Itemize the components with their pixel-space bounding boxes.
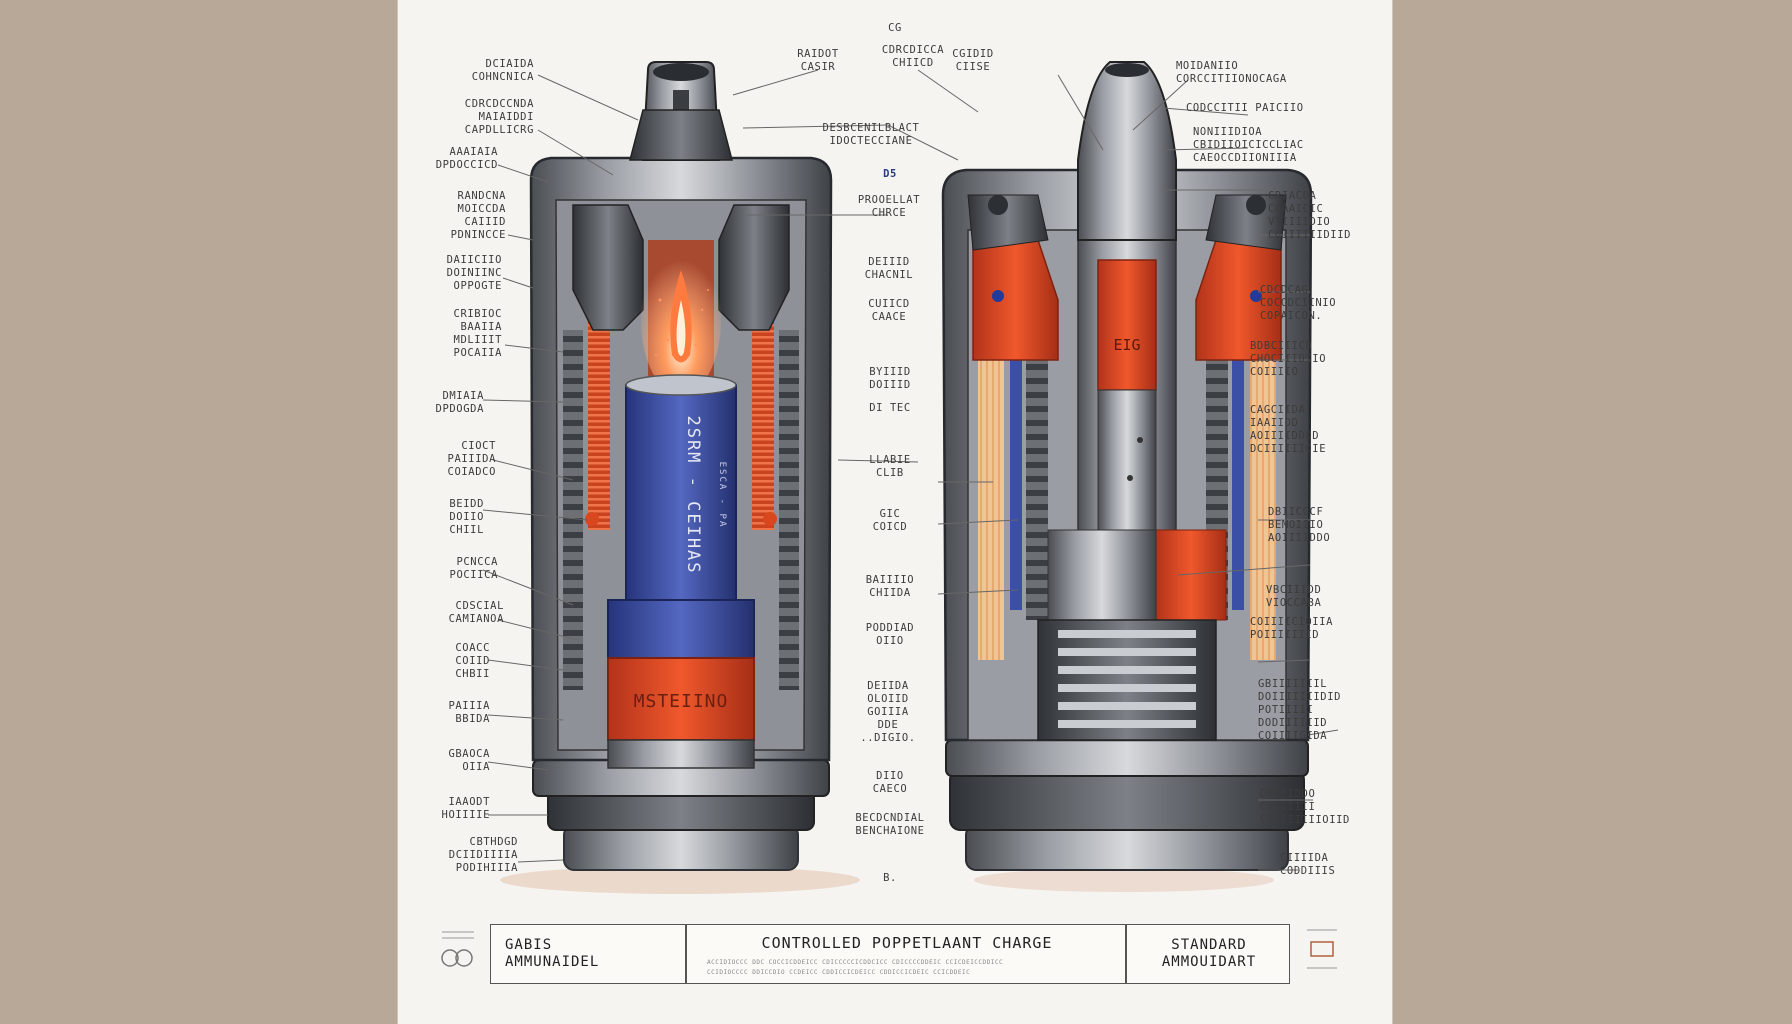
left-label: DMIAIA DPDOGDA <box>435 390 484 415</box>
left-label: CDRCDCCNDA MAIAIDDI CAPDLLICRG <box>464 98 534 136</box>
right-label: DBIIIDDO COIIIIII COIIIIIIIOIID <box>1260 788 1350 826</box>
caption-center-box: CONTROLLED POPPETLAANT CHARGE ACCIDIOCCC… <box>686 924 1126 984</box>
right-label: VBCIIIDD VIOCCABA <box>1266 584 1322 609</box>
right-core-text: EIG <box>1113 336 1140 354</box>
left-sleeve-text: 2SRM - CEIHAS <box>683 415 703 574</box>
center-label: GIC COICD <box>872 508 908 533</box>
right-label: CRIACOA CGAAICIC VTIIIIDIO COIIIIIIDIID <box>1268 190 1352 241</box>
left-corner-emblem <box>441 931 474 967</box>
top-mark-cg: CG <box>888 22 902 34</box>
left-sleeve-small-text: ESCA - PA <box>717 462 727 529</box>
left-label: RANDCNA MOICCDA CAIIID PDNINCCE <box>450 190 506 241</box>
right-cartridge: EIG <box>941 61 1313 892</box>
center-label: PODDIAD OIIO <box>865 622 915 647</box>
center-label: BAIIIIO CHIIDA <box>865 574 915 599</box>
right-label: CIIIIDA CODDIIIS <box>1280 852 1336 877</box>
center-label: PROOELLAT CHRCE <box>857 194 921 219</box>
center-label: CUIICD CAACE <box>868 298 910 323</box>
caption-left-title: GABIS AMMUNAIDEL <box>505 937 600 970</box>
left-label: AAAIAIA DPDOCCICD <box>435 146 498 171</box>
center-label: BECDCNDIAL BENCHAIONE <box>855 812 925 837</box>
left-label: DCIAIDA COHNCNICA <box>471 58 534 83</box>
left-label: BEIDD DOIIO CHIIL <box>449 498 484 536</box>
left-label: CDSCIAL CAMIANOA <box>448 600 504 625</box>
center-label: DEIIDA OLOIID GOIIIA DDE ..DIGIO. <box>860 680 916 744</box>
right-label: CODCCITII PAICIIO <box>1186 102 1304 114</box>
center-label: DESBCENILBLACT IDOCTECCIANE <box>822 122 920 147</box>
left-label: CBTHDGD DCIIDIIIIA PODIHIIIA <box>448 836 518 874</box>
right-corner-emblem <box>1307 929 1337 969</box>
left-label: COACC COIID CHBII <box>455 642 490 680</box>
center-label: DEIIID CHACNIL <box>864 256 914 281</box>
left-band-text: MSTEIINO <box>634 691 729 712</box>
cutaway-illustration: 2SRM - CEIHAS ESCA - PA MSTEIINO <box>482 61 1339 894</box>
right-label: MOIDANIIO CORCCITIIONOCAGA <box>1176 60 1287 85</box>
center-label: BYIIID DOIIID <box>869 366 911 391</box>
right-threads <box>1037 619 1217 741</box>
bottom-mark-b: B. <box>883 872 897 884</box>
left-label: CRIBIOC BAAIIA MDLIIIT POCAIIA <box>453 308 502 359</box>
right-label: CDCDCAG COCCDCIINIO COPAICON. <box>1260 284 1337 322</box>
left-cartridge: 2SRM - CEIHAS ESCA - PA MSTEIINO <box>500 61 860 894</box>
left-label: IAAODT HOIIIIE <box>441 796 490 821</box>
right-label: BDBCIIICD CHOCIIIDIIO COIIIIO <box>1250 340 1327 378</box>
right-label: DBIICCCF BEMOIIIO AOIIIIDDO <box>1268 506 1331 544</box>
left-label: DAIICIIO DOINIINC OPPOGTE <box>446 254 502 292</box>
caption-fine-line-2: CCIDIOCCCC DDICCDIO CCDEICC CDDICCICDEIC… <box>707 969 971 976</box>
mid-mark-d5: D5 <box>883 168 897 180</box>
center-label: DI TEC <box>869 402 911 414</box>
caption-right-box: STANDARD AMMOUIDART <box>1126 924 1290 984</box>
caption-left-box: GABIS AMMUNAIDEL <box>490 924 686 984</box>
right-label: NONIIIDIOA CBIDIIOICICCLIAC CAEOCCDIIONI… <box>1193 126 1304 164</box>
right-label: COIIIICIOIIA POIIIIIIID <box>1250 616 1334 641</box>
left-label: CIOCT PAIIIDA COIADCO <box>447 440 496 478</box>
diagram-sheet: 2SRM - CEIHAS ESCA - PA MSTEIINO <box>398 0 1392 1024</box>
center-label: RAIDOT CASIR <box>797 48 839 73</box>
center-label: CGIDID CIISE <box>952 48 994 73</box>
leader-lines <box>482 69 1339 871</box>
center-label: LLABIE CLIB <box>869 454 911 479</box>
right-blue-segments <box>1010 310 1244 620</box>
center-label: CDRCDICCA CHIICD <box>881 44 945 69</box>
caption-right-title: STANDARD AMMOUIDART <box>1161 937 1257 970</box>
right-label: CAGCIIDA IAAIIDD AOIIIIDDOD DCIIIIIIOIE <box>1250 404 1327 455</box>
left-label: GBAOCA OIIA <box>448 748 490 773</box>
right-label: GBIIIIIIIL DOIIIIIIIDID POTIIIII DODIIII… <box>1258 678 1342 742</box>
left-label: PAIIIA BBIDA <box>448 700 490 725</box>
center-label: DIIO CAECO <box>872 770 908 795</box>
caption-fine-line-1: ACCIDIOCCC DDC COCCICDDEICC CDICCCCCICDD… <box>707 959 1004 966</box>
left-label: PCNCCA POCIICA <box>449 556 498 581</box>
caption-center-title: CONTROLLED POPPETLAANT CHARGE <box>761 934 1053 952</box>
